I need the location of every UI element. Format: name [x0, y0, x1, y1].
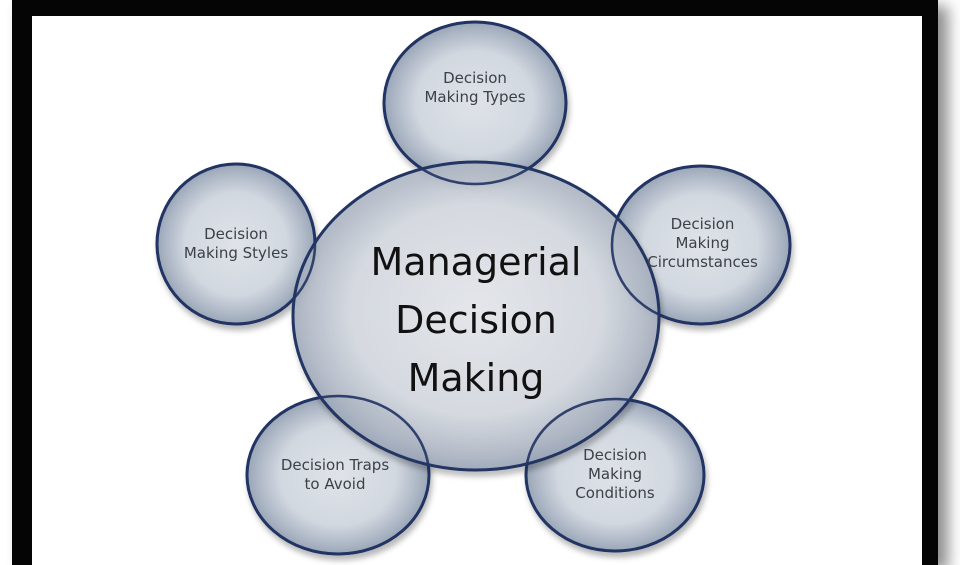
- center-circle: [291, 160, 661, 472]
